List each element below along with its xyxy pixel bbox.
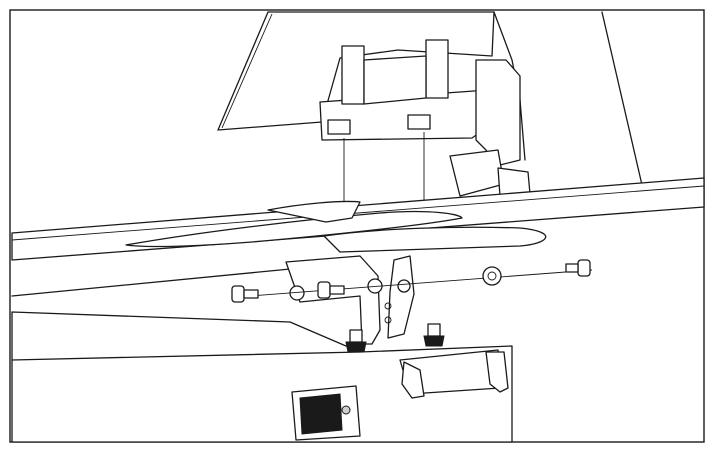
wing-fillet	[125, 200, 547, 253]
pivot-bolt-left	[231, 285, 259, 303]
mount-screw-left	[345, 329, 367, 353]
pivot-axis-line	[249, 269, 593, 297]
pivot-bolt-center	[317, 281, 345, 299]
lower-housing	[11, 261, 513, 443]
access-cover	[291, 385, 361, 441]
pivot-nut-right	[482, 266, 502, 286]
horn-bracket	[285, 255, 415, 345]
mount-screw-right	[423, 323, 445, 347]
fairing-panel	[217, 11, 643, 186]
servo-mount-block	[319, 39, 531, 208]
pivot-bolt-right	[565, 259, 591, 277]
